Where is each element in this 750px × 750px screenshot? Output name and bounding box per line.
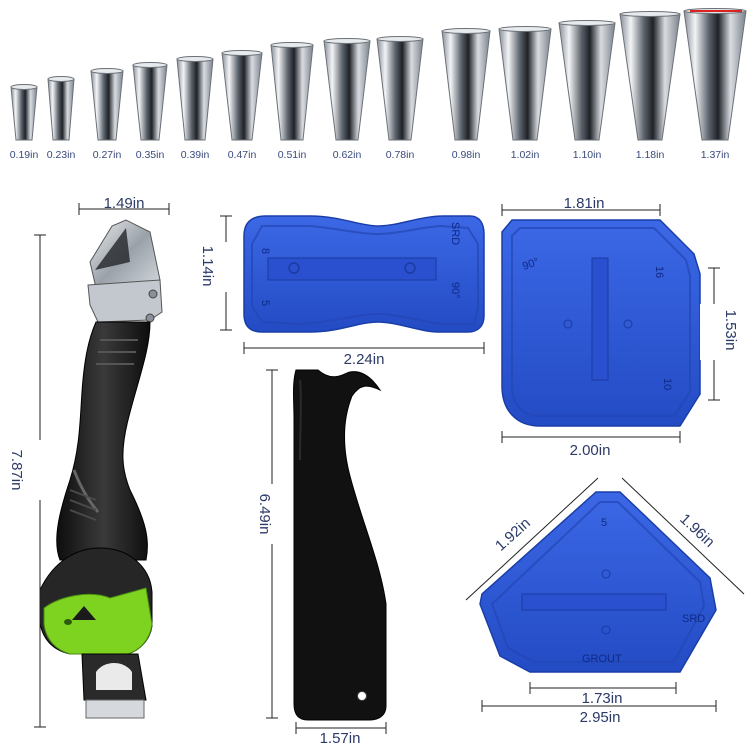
nozzle <box>47 78 75 141</box>
hook-scraper-width-label: 1.57in <box>320 730 361 747</box>
nozzle <box>90 70 124 141</box>
nozzle-size-label: 1.10in <box>573 149 602 161</box>
nozzle-size-label: 1.02in <box>511 149 540 161</box>
nozzle-rim <box>323 38 371 44</box>
small-scraper-engraving-90: 90° <box>449 282 461 299</box>
square-scraper: 90° 16 10 <box>501 219 701 427</box>
square-scraper-bottom-label: 2.00in <box>570 442 611 459</box>
square-scraper-dimensions: 1.81in 1.53in 2.00in <box>501 195 739 459</box>
pentagon-scraper-engraving-grout: GROUT <box>582 653 622 665</box>
nozzle-rim <box>270 42 314 48</box>
nozzle-size-label: 0.98in <box>452 149 481 161</box>
hook-scraper-height-label: 6.49in <box>256 494 273 535</box>
nozzle <box>270 44 314 141</box>
small-scraper-engraving-5: 5 <box>259 300 271 306</box>
small-scraper-engraving-8: 8 <box>259 248 271 254</box>
small-scraper-height-label: 1.14in <box>199 246 216 287</box>
nozzle-size-label: 0.35in <box>136 149 165 161</box>
nozzle <box>441 30 491 141</box>
nozzle-size-label: 0.62in <box>333 149 362 161</box>
nozzle-size-label: 0.39in <box>181 149 210 161</box>
nozzle-size-label: 0.47in <box>228 149 257 161</box>
nozzle <box>683 10 747 141</box>
nozzle <box>619 13 681 141</box>
pentagon-scraper-inner-label: 1.73in <box>582 690 623 707</box>
nozzle <box>221 52 263 141</box>
multi-tool <box>39 219 163 719</box>
nozzle <box>176 58 214 141</box>
nozzle-size-label: 0.78in <box>386 149 415 161</box>
pentagon-scraper: 5 SRD GROUT <box>479 491 717 673</box>
hook-scraper-dimensions: 6.49in 1.57in <box>256 369 387 747</box>
pentagon-scraper-outer-label: 2.95in <box>580 709 621 726</box>
nozzle-size-label: 1.18in <box>636 149 665 161</box>
nozzle <box>323 40 371 141</box>
nozzle <box>558 22 616 141</box>
multi-tool-handle <box>56 321 151 561</box>
pentagon-scraper-engraving-5: 5 <box>601 517 607 529</box>
square-scraper-top-label: 1.81in <box>564 195 605 212</box>
multi-tool-length-label: 7.87in <box>8 450 25 491</box>
hook-scraper <box>293 369 387 721</box>
nozzle-rim <box>132 62 168 68</box>
nozzle-rim <box>10 84 38 90</box>
nozzle-size-label: 0.27in <box>93 149 122 161</box>
small-scraper-dimensions: 1.14in 2.24in <box>199 215 485 368</box>
small-scraper-width-label: 2.24in <box>344 351 385 368</box>
small-scraper-engraving-srd: SRD <box>449 222 461 245</box>
nozzle <box>10 86 38 141</box>
nozzle-size-label: 0.51in <box>278 149 307 161</box>
square-scraper-engraving-16: 16 <box>653 266 665 278</box>
nozzle-size-label: 1.37in <box>701 149 730 161</box>
multi-tool-dimensions: 1.49in 7.87in <box>8 195 170 728</box>
nozzle-rim <box>176 56 214 62</box>
nozzle-rim <box>47 76 75 82</box>
pentagon-scraper-left-label: 1.92in <box>492 515 534 555</box>
nozzle-row: 0.19in 0.23in 0.27in 0.35in 0.39in 0.47in 0.51… <box>10 8 747 161</box>
nozzle-rim <box>498 26 552 32</box>
pentagon-scraper-engraving-srd: SRD <box>682 613 705 625</box>
square-scraper-side-label: 1.53in <box>722 310 739 351</box>
nozzle-size-label: 0.19in <box>10 149 39 161</box>
square-scraper-engraving-10: 10 <box>661 378 673 390</box>
nozzle <box>498 28 552 141</box>
nozzle-size-label: 0.23in <box>47 149 76 161</box>
nozzle-rim <box>376 36 424 42</box>
nozzle <box>376 38 424 141</box>
pentagon-scraper-right-label: 1.96in <box>676 511 717 551</box>
nozzle-rim <box>441 28 491 34</box>
nozzle-rim <box>221 50 263 56</box>
nozzle <box>132 64 168 141</box>
multi-tool-width-label: 1.49in <box>104 195 145 212</box>
small-scraper: 8 5 SRD 90° <box>243 215 485 333</box>
nozzle-rim <box>90 68 124 74</box>
nozzle-rim <box>558 20 616 26</box>
square-scraper-engraving-90: 90° <box>521 256 541 273</box>
nozzle-rim <box>619 11 681 17</box>
